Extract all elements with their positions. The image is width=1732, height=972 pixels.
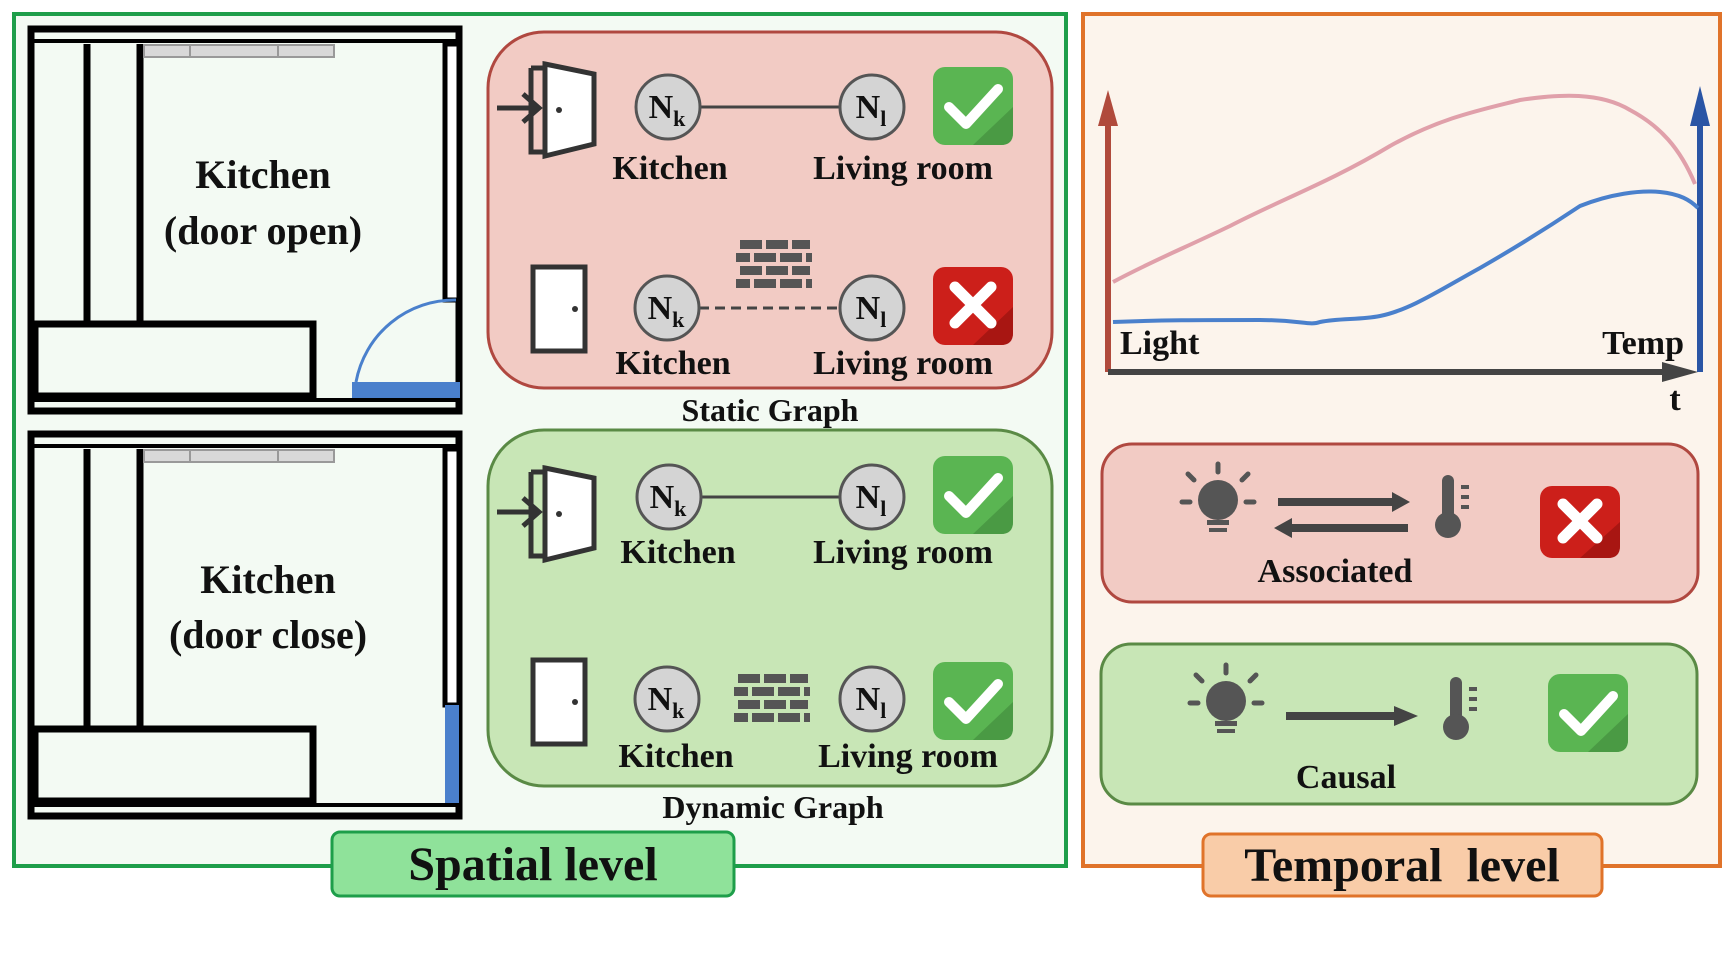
check-icon (933, 67, 1013, 145)
node-l: Nl (838, 274, 906, 342)
dynamic-graph-box (486, 428, 1054, 788)
dynamic-graph-caption: Dynamic Graph (662, 789, 884, 825)
lightbulb-icon (1187, 662, 1265, 733)
svg-text:Nl: Nl (856, 681, 887, 723)
svg-text:Nl: Nl (856, 89, 887, 131)
svg-text:Nl: Nl (856, 479, 887, 521)
label-living-room: Living room (813, 534, 993, 571)
causal-label: Causal (1296, 759, 1396, 796)
door-open-icon (497, 60, 597, 160)
check-icon (933, 456, 1013, 534)
label-kitchen: Kitchen (620, 534, 735, 571)
arrow-right-icon (1662, 362, 1698, 382)
door-open-icon (497, 464, 597, 564)
room-title-close: Kitchen (200, 557, 336, 602)
label-kitchen: Kitchen (615, 345, 730, 382)
floor-plan-door-close: Kitchen (door close) (27, 430, 463, 820)
spatial-level-tag: Spatial level (330, 830, 736, 898)
node-l: Nl (838, 463, 906, 531)
thermometer-icon (1443, 677, 1477, 740)
svg-text:Nk: Nk (648, 290, 686, 332)
temporal-level-tag: Temporal level (1201, 832, 1604, 898)
chart-left-label: Light (1120, 325, 1200, 362)
node-k: Nk (633, 274, 701, 342)
causal-box: Causal (1099, 642, 1699, 806)
room-state-open: (door open) (164, 208, 362, 253)
check-icon (933, 662, 1013, 740)
label-kitchen: Kitchen (618, 738, 733, 775)
time-series-chart: Light Temp t (1098, 86, 1710, 418)
chart-right-label: Temp (1602, 325, 1684, 362)
arrow-up-icon (1098, 90, 1118, 126)
cross-icon (1540, 486, 1620, 558)
thermometer-icon (1435, 475, 1469, 538)
lightbulb-icon (1179, 461, 1257, 532)
dynamic-row-closed: Nk Nl Kitchen Living room (530, 657, 1013, 775)
svg-text:Nk: Nk (649, 89, 687, 131)
cross-icon (933, 267, 1013, 345)
chart-x-label: t (1669, 381, 1681, 418)
label-living-room: Living room (813, 345, 993, 382)
door-closed-icon (530, 657, 588, 747)
temporal-level-label: Temporal level (1244, 839, 1560, 892)
associated-box: Associated (1100, 442, 1700, 604)
room-title-open: Kitchen (195, 152, 331, 197)
floor-plan-door-open: Kitchen (door open) (27, 25, 463, 415)
static-row-closed: Nk Nl Kitchen Living room (530, 240, 1013, 382)
node-k: Nk (634, 73, 702, 141)
node-l: Nl (838, 665, 906, 733)
svg-text:Nk: Nk (650, 479, 688, 521)
svg-text:Nl: Nl (856, 290, 887, 332)
node-l: Nl (838, 73, 906, 141)
spatial-level-label: Spatial level (408, 838, 657, 891)
svg-text:Nk: Nk (648, 681, 686, 723)
static-graph-box (486, 30, 1054, 390)
label-living-room: Living room (813, 150, 993, 187)
room-state-close: (door close) (169, 612, 367, 657)
node-k: Nk (635, 463, 703, 531)
static-row-open: Nk Nl Kitchen Living room (497, 60, 1013, 187)
static-graph-caption: Static Graph (682, 392, 859, 428)
node-k: Nk (633, 665, 701, 733)
temp-series-line (1112, 189, 1700, 326)
arrow-up-icon (1690, 86, 1710, 126)
check-icon (1548, 674, 1628, 752)
label-living-room: Living room (818, 738, 998, 775)
label-kitchen: Kitchen (612, 150, 727, 187)
wall-icon (734, 674, 810, 722)
light-series-line (1112, 93, 1697, 284)
wall-icon (736, 240, 812, 288)
associated-label: Associated (1258, 553, 1413, 590)
door-closed-icon (530, 264, 588, 354)
dynamic-row-open: Nk Nl Kitchen Living room (497, 456, 1013, 571)
